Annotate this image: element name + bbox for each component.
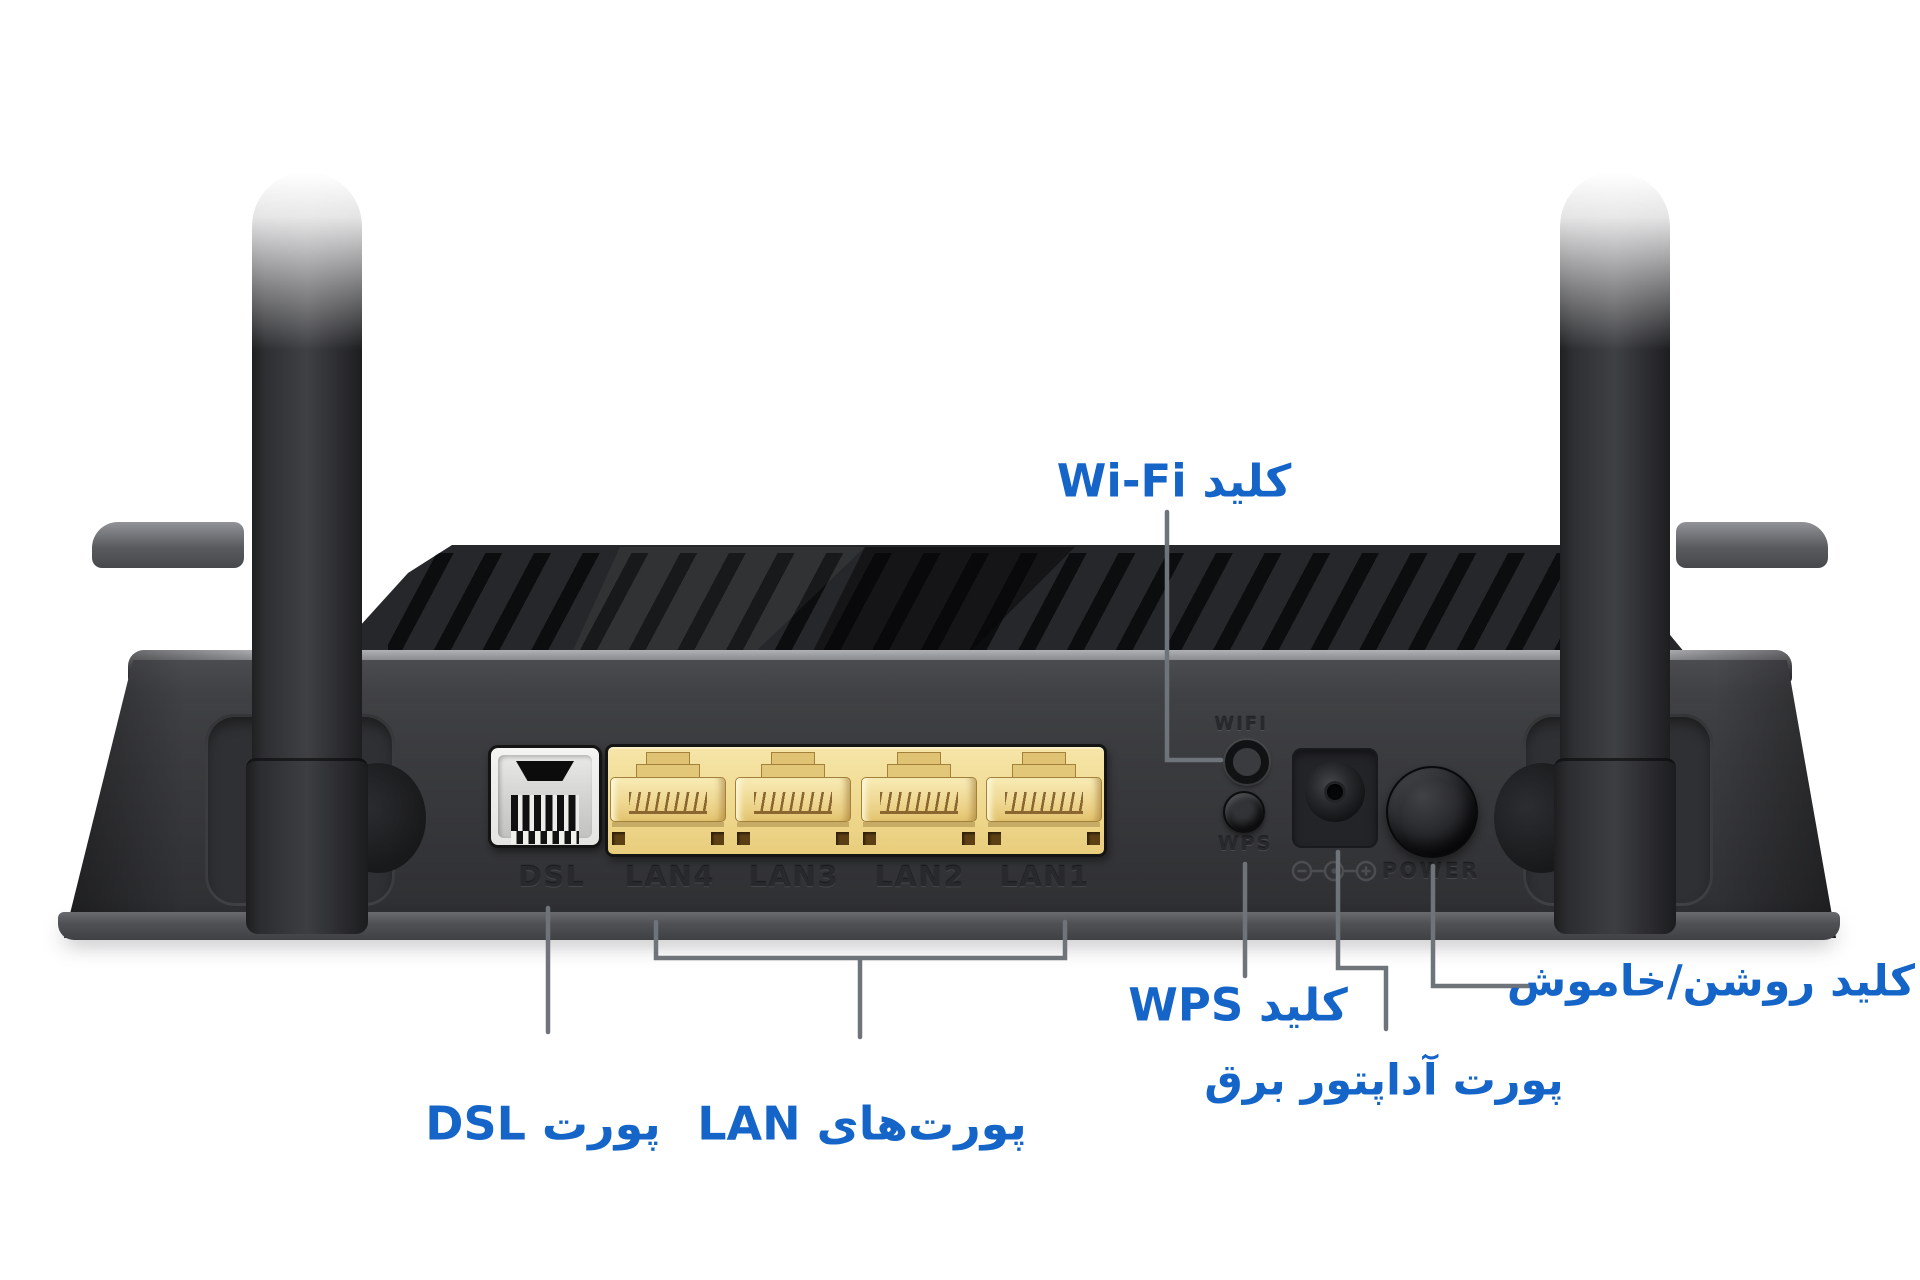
- callout-power-adapter-port: پورت آداپتور برق: [1204, 1055, 1564, 1106]
- wifi-engraving: WIFI: [1214, 714, 1268, 735]
- lan-callout-bracket: [653, 919, 1068, 1040]
- rj11-pins: [511, 795, 579, 831]
- wifi-button: [1225, 740, 1269, 784]
- rj11-clip-slot: [516, 761, 574, 781]
- lan3-engraving: LAN3: [748, 860, 840, 893]
- antenna-left-base: [246, 758, 368, 934]
- lan-port-1: [986, 752, 1102, 848]
- lan-port-3: [735, 752, 851, 848]
- wps-engraving: WPS: [1217, 833, 1273, 855]
- power-adapter-port: [1292, 748, 1378, 848]
- top-vent-panel: [330, 545, 1690, 659]
- wps-button: [1223, 791, 1265, 833]
- rear-foot-left: [92, 522, 244, 568]
- dc-polarity-icon: [1291, 860, 1377, 882]
- antenna-right-base: [1554, 758, 1676, 934]
- rear-foot-right: [1676, 522, 1828, 568]
- dc-pin-hole: [1327, 784, 1343, 800]
- wifi-callout-line: [1164, 509, 1224, 763]
- dsl-engraving: DSL: [518, 860, 586, 893]
- callout-power-switch: کلید روشن/خاموش: [1506, 956, 1916, 1007]
- adapter-callout-line: [1335, 849, 1389, 1032]
- antenna-right: [1560, 172, 1670, 766]
- power-engraving: POWER: [1382, 859, 1480, 883]
- rj11-pin-tips: [511, 831, 579, 844]
- lan-port-2: [861, 752, 977, 848]
- dc-barrel: [1305, 762, 1365, 822]
- callout-dsl-port: پورت DSL: [425, 1096, 661, 1151]
- callout-lan-ports: پورت‌های LAN: [697, 1096, 1027, 1151]
- dsl-port-recess: [498, 755, 592, 844]
- power-switch-callout-line: [1430, 863, 1534, 989]
- callout-wps-button: کلید WPS: [1128, 978, 1348, 1032]
- lan4-engraving: LAN4: [624, 860, 716, 893]
- lan-ports: [605, 744, 1107, 857]
- lan2-engraving: LAN2: [874, 860, 966, 893]
- callout-wifi-button: کلید Wi-Fi: [1056, 454, 1292, 508]
- dsl-port: [488, 745, 602, 848]
- antenna-left: [252, 172, 362, 766]
- lan1-engraving: LAN1: [999, 860, 1091, 893]
- power-switch-button: [1386, 766, 1478, 858]
- lan-port-4: [610, 752, 726, 848]
